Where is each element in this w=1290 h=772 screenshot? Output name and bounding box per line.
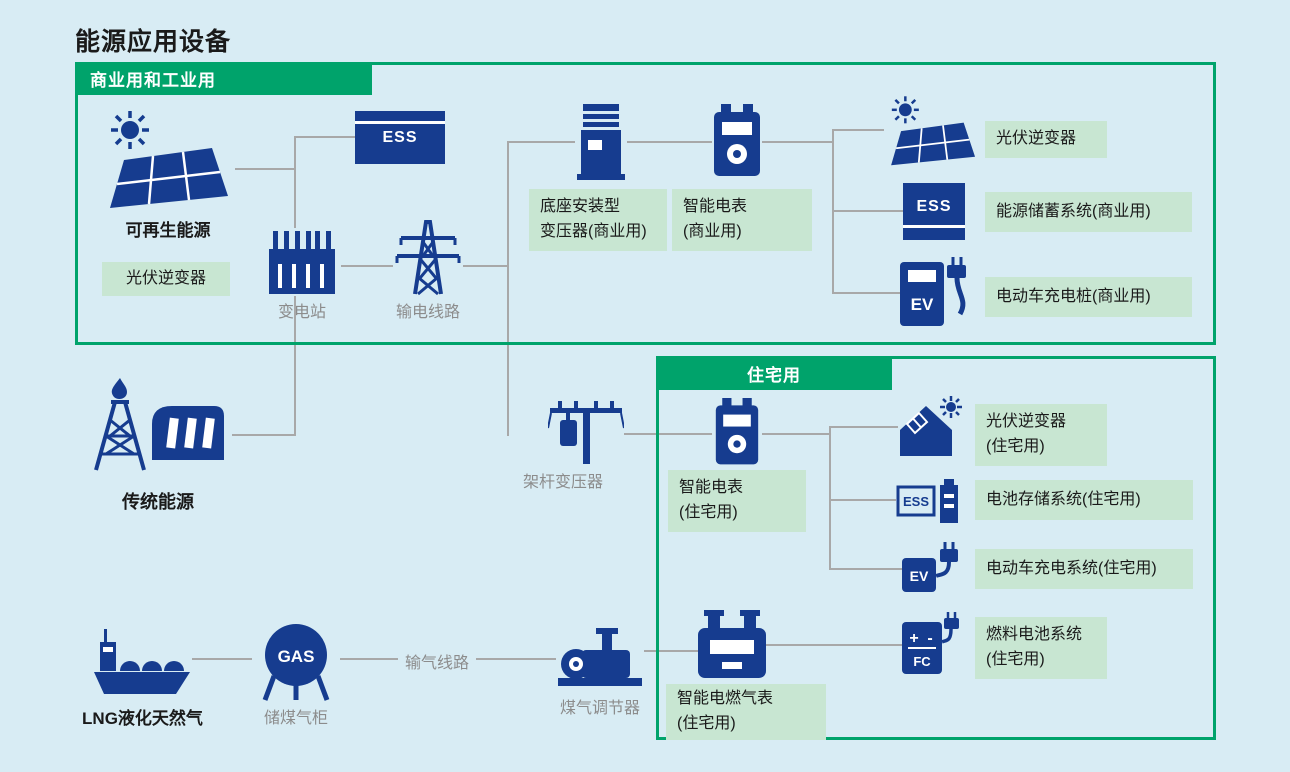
connector-line	[192, 658, 252, 660]
residential-zone-title: 住宅用	[747, 365, 801, 385]
minus-text: -	[927, 630, 932, 647]
battery-storage-icon: ESS	[896, 477, 964, 525]
connector-line	[507, 141, 509, 436]
label-line: (商业用)	[683, 223, 742, 240]
label-line: 智能电表	[679, 479, 744, 497]
renewable-energy-label: 可再生能源	[125, 221, 211, 240]
connector-line	[624, 433, 712, 435]
label-line: (住宅用)	[679, 504, 738, 521]
connector-line	[832, 292, 900, 294]
substation-icon	[263, 226, 341, 296]
label-line: 电动车充电系统(住宅用)	[986, 559, 1157, 577]
label-line: 光伏逆变器	[986, 413, 1067, 431]
pv-inverter-commercial-label: 光伏逆变器	[985, 121, 1107, 158]
lng-ship-icon	[92, 616, 192, 702]
pv-panel-sun-icon	[884, 94, 980, 169]
label-line: 智能电燃气表	[677, 690, 774, 708]
label-line: 光伏逆变器	[996, 130, 1077, 148]
gas-regulator-label: 煤气调节器	[559, 700, 640, 717]
pad-transformer-label: 底座安装型 变压器(商业用)	[529, 189, 667, 251]
gas-tank-icon: GAS	[252, 622, 340, 702]
connector-line	[627, 141, 712, 143]
label-line: 智能电表	[683, 198, 748, 216]
fuel-cell-icon: + - FC	[902, 610, 960, 678]
commercial-zone-header: 商业用和工业用	[75, 62, 372, 95]
fuel-cell-label: 燃料电池系统 (住宅用)	[975, 617, 1107, 679]
ev-commercial-label: 电动车充电桩(商业用)	[985, 277, 1192, 317]
connector-line	[829, 426, 898, 428]
connector-line	[294, 136, 296, 228]
label-line: (住宅用)	[986, 438, 1045, 455]
label-line: (住宅用)	[677, 715, 736, 732]
oil-derrick-dam-icon	[84, 378, 232, 478]
ev-charging-icon: EV	[902, 540, 960, 598]
residential-zone-header: 住宅用	[656, 356, 892, 390]
commercial-zone-title: 商业用和工业用	[90, 71, 216, 90]
pad-transformer-icon	[575, 102, 627, 182]
label-line: 能源储蓄系统(商业用)	[996, 202, 1151, 220]
ess-icon: ESS	[355, 111, 445, 164]
ess-commercial-icon: ESS	[903, 183, 965, 240]
fc-icon-text: FC	[913, 654, 931, 669]
plus-text: +	[909, 630, 918, 647]
pv-inverter-residential-label: 光伏逆变器 (住宅用)	[975, 404, 1107, 466]
connector-line	[829, 499, 896, 501]
residential-zone-box	[656, 356, 1216, 740]
traditional-energy-label: 传统能源	[122, 492, 194, 512]
connector-line	[463, 265, 509, 267]
label-line: 燃料电池系统	[986, 626, 1083, 644]
connector-line	[832, 210, 903, 212]
gas-icon-text: GAS	[278, 647, 315, 666]
connector-line	[341, 265, 393, 267]
house-solar-icon	[898, 396, 964, 460]
connector-line	[294, 296, 296, 436]
commercial-zone-box	[75, 62, 1216, 345]
connector-line	[829, 427, 831, 569]
page-title: 能源应用设备	[75, 28, 232, 56]
label-line: (住宅用)	[986, 651, 1045, 668]
ess-icon-text: ESS	[903, 494, 929, 509]
gas-meter-label: 智能电燃气表 (住宅用)	[666, 684, 826, 740]
ess-commercial-label: 能源储蓄系统(商业用)	[985, 192, 1192, 232]
ev-icon-text: EV	[911, 295, 934, 314]
label-line: 电池存储系统(住宅用)	[986, 490, 1141, 508]
connector-line	[762, 141, 833, 143]
connector-line	[235, 168, 295, 170]
gas-meter-icon	[698, 610, 766, 682]
gas-regulator-icon	[556, 626, 644, 690]
connector-line	[766, 644, 902, 646]
pv-inverter-tag-text: 光伏逆变器	[125, 269, 206, 287]
ev-residential-label: 电动车充电系统(住宅用)	[975, 549, 1193, 589]
connector-line	[762, 433, 830, 435]
smart-meter-commercial-label: 智能电表 (商业用)	[672, 189, 812, 251]
label-line: 底座安装型	[540, 198, 621, 216]
ess-icon-text: ESS	[916, 197, 952, 215]
substation-label: 变电站	[277, 304, 326, 321]
connector-line	[295, 136, 355, 138]
smart-meter-residential-label: 智能电表 (住宅用)	[668, 470, 806, 532]
solar-panel-sun-icon	[100, 108, 235, 213]
battery-residential-label: 电池存储系统(住宅用)	[975, 480, 1193, 520]
label-line: 电动车充电桩(商业用)	[996, 287, 1151, 305]
pole-transformer-label: 架杆变压器	[522, 474, 603, 491]
connector-line	[644, 650, 698, 652]
smart-meter-icon	[712, 104, 762, 180]
transmission-tower-icon	[393, 216, 463, 296]
connector-line	[232, 434, 296, 436]
ev-icon-text: EV	[910, 568, 929, 584]
pole-transformer-icon	[548, 398, 624, 466]
smart-meter-icon	[712, 398, 762, 468]
transmission-line-label: 输电线路	[395, 304, 460, 321]
gas-pipeline-label: 输气线路	[398, 649, 476, 673]
pv-inverter-tag: 光伏逆变器	[102, 262, 230, 296]
connector-line	[829, 568, 902, 570]
lng-label: LNG液化天然气	[82, 709, 203, 728]
connector-line	[832, 129, 884, 131]
ev-charger-icon: EV	[900, 256, 966, 330]
connector-line	[507, 141, 575, 143]
ess-icon-text: ESS	[382, 128, 418, 146]
gas-tank-label: 储煤气柜	[263, 710, 328, 727]
label-line: 变压器(商业用)	[540, 223, 647, 240]
